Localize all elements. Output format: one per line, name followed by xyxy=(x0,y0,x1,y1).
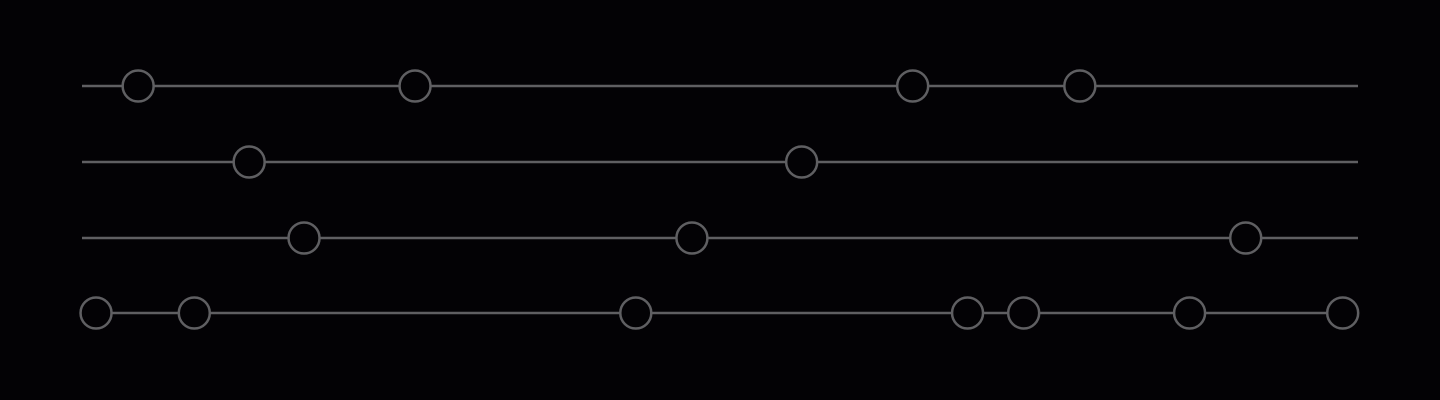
track-marker[interactable] xyxy=(1228,221,1263,255)
track-marker[interactable] xyxy=(950,296,985,330)
track-marker[interactable] xyxy=(784,145,819,179)
track-marker[interactable] xyxy=(232,145,266,179)
track-4 xyxy=(79,296,1360,330)
track-marker[interactable] xyxy=(895,69,930,103)
track-marker[interactable] xyxy=(1325,296,1360,330)
track-marker[interactable] xyxy=(121,69,155,103)
track-3 xyxy=(82,221,1358,255)
track-marker[interactable] xyxy=(1006,296,1041,330)
track-marker[interactable] xyxy=(287,221,321,255)
track-marker[interactable] xyxy=(619,296,653,330)
track-marker[interactable] xyxy=(1172,296,1207,330)
track-2 xyxy=(82,145,1358,179)
track-1 xyxy=(82,69,1358,103)
track-marker[interactable] xyxy=(675,221,709,255)
track-marker[interactable] xyxy=(398,69,432,103)
track-marker[interactable] xyxy=(1063,69,1097,103)
track-marker[interactable] xyxy=(177,296,212,330)
track-marker[interactable] xyxy=(79,296,113,330)
